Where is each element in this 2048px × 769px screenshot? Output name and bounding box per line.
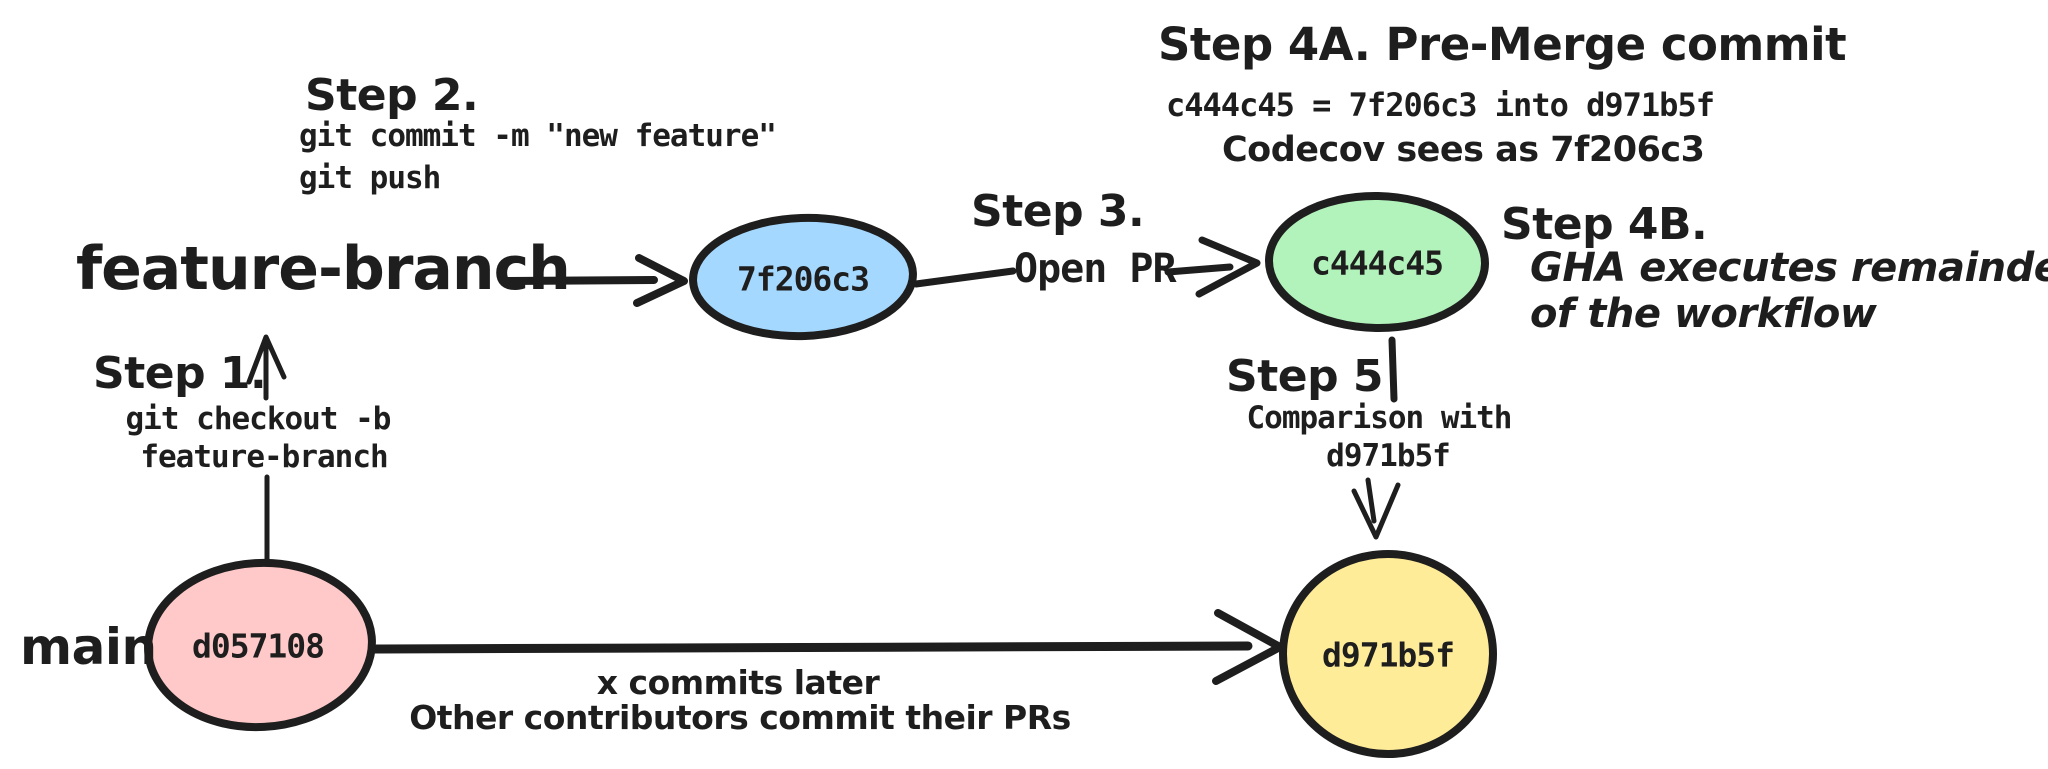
main-base-node	[144, 558, 376, 732]
step3-title: Step 3.	[971, 186, 1145, 237]
step2-code-line1: git commit -m "new feature"	[299, 118, 777, 154]
step1-code-line2: feature-branch	[140, 439, 388, 475]
line-premerge-to-step5	[1388, 336, 1398, 403]
step4a-title: Step 4A. Pre-Merge commit	[1158, 18, 1847, 71]
step1-code-line1: git checkout -b	[125, 401, 392, 437]
feature-head-node	[689, 213, 917, 341]
main-base-node-label: d057108	[191, 626, 325, 666]
arrow-step5-down-head-icon	[1351, 482, 1401, 540]
step5-title: Step 5	[1226, 351, 1384, 402]
pre-merge-node-label: c444c45	[1310, 243, 1444, 283]
step5-line1: Comparison with	[1246, 400, 1513, 436]
step5-line2: d971b5f	[1326, 438, 1451, 474]
arrow-openpr-to-premerge-head-icon	[1195, 236, 1261, 298]
step3-open-pr-label: Open PR	[1014, 246, 1177, 292]
step2-title: Step 2.	[305, 70, 479, 121]
arrow-feature-to-commit-head-icon	[633, 254, 688, 307]
main-arrow-annotation-line1: x commits later	[596, 663, 880, 702]
arrow-main-to-head	[368, 641, 1253, 654]
feature-head-node-label: 7f206c3	[736, 259, 870, 299]
step4b-line2: of the workflow	[1530, 291, 1877, 337]
step4a-code-line: c444c45 = 7f206c3 into d971b5f	[1166, 86, 1715, 124]
step4a-note: Codecov sees as 7f206c3	[1222, 130, 1705, 170]
main-branch-label: main	[20, 618, 157, 676]
arrow-feature-to-commit	[501, 276, 658, 285]
pre-merge-node	[1265, 191, 1489, 333]
line-commit-to-openpr	[912, 267, 1017, 288]
step1-title: Step 1.	[93, 348, 267, 399]
arrow-step5-down-stem	[1365, 477, 1377, 524]
main-arrow-annotation-line2: Other contributors commit their PRs	[409, 698, 1071, 737]
feature-branch-label: feature-branch	[76, 234, 571, 304]
step4b-line1: GHA executes remainder	[1530, 245, 2048, 291]
step4b-title: Step 4B.	[1501, 199, 1708, 250]
arrow-openpr-to-premerge	[1164, 263, 1234, 276]
step2-code-line2: git push	[299, 160, 441, 196]
arrow-step1-up-head-icon	[246, 334, 287, 385]
main-head-node-label: d971b5f	[1321, 635, 1455, 675]
main-head-node	[1279, 550, 1497, 758]
